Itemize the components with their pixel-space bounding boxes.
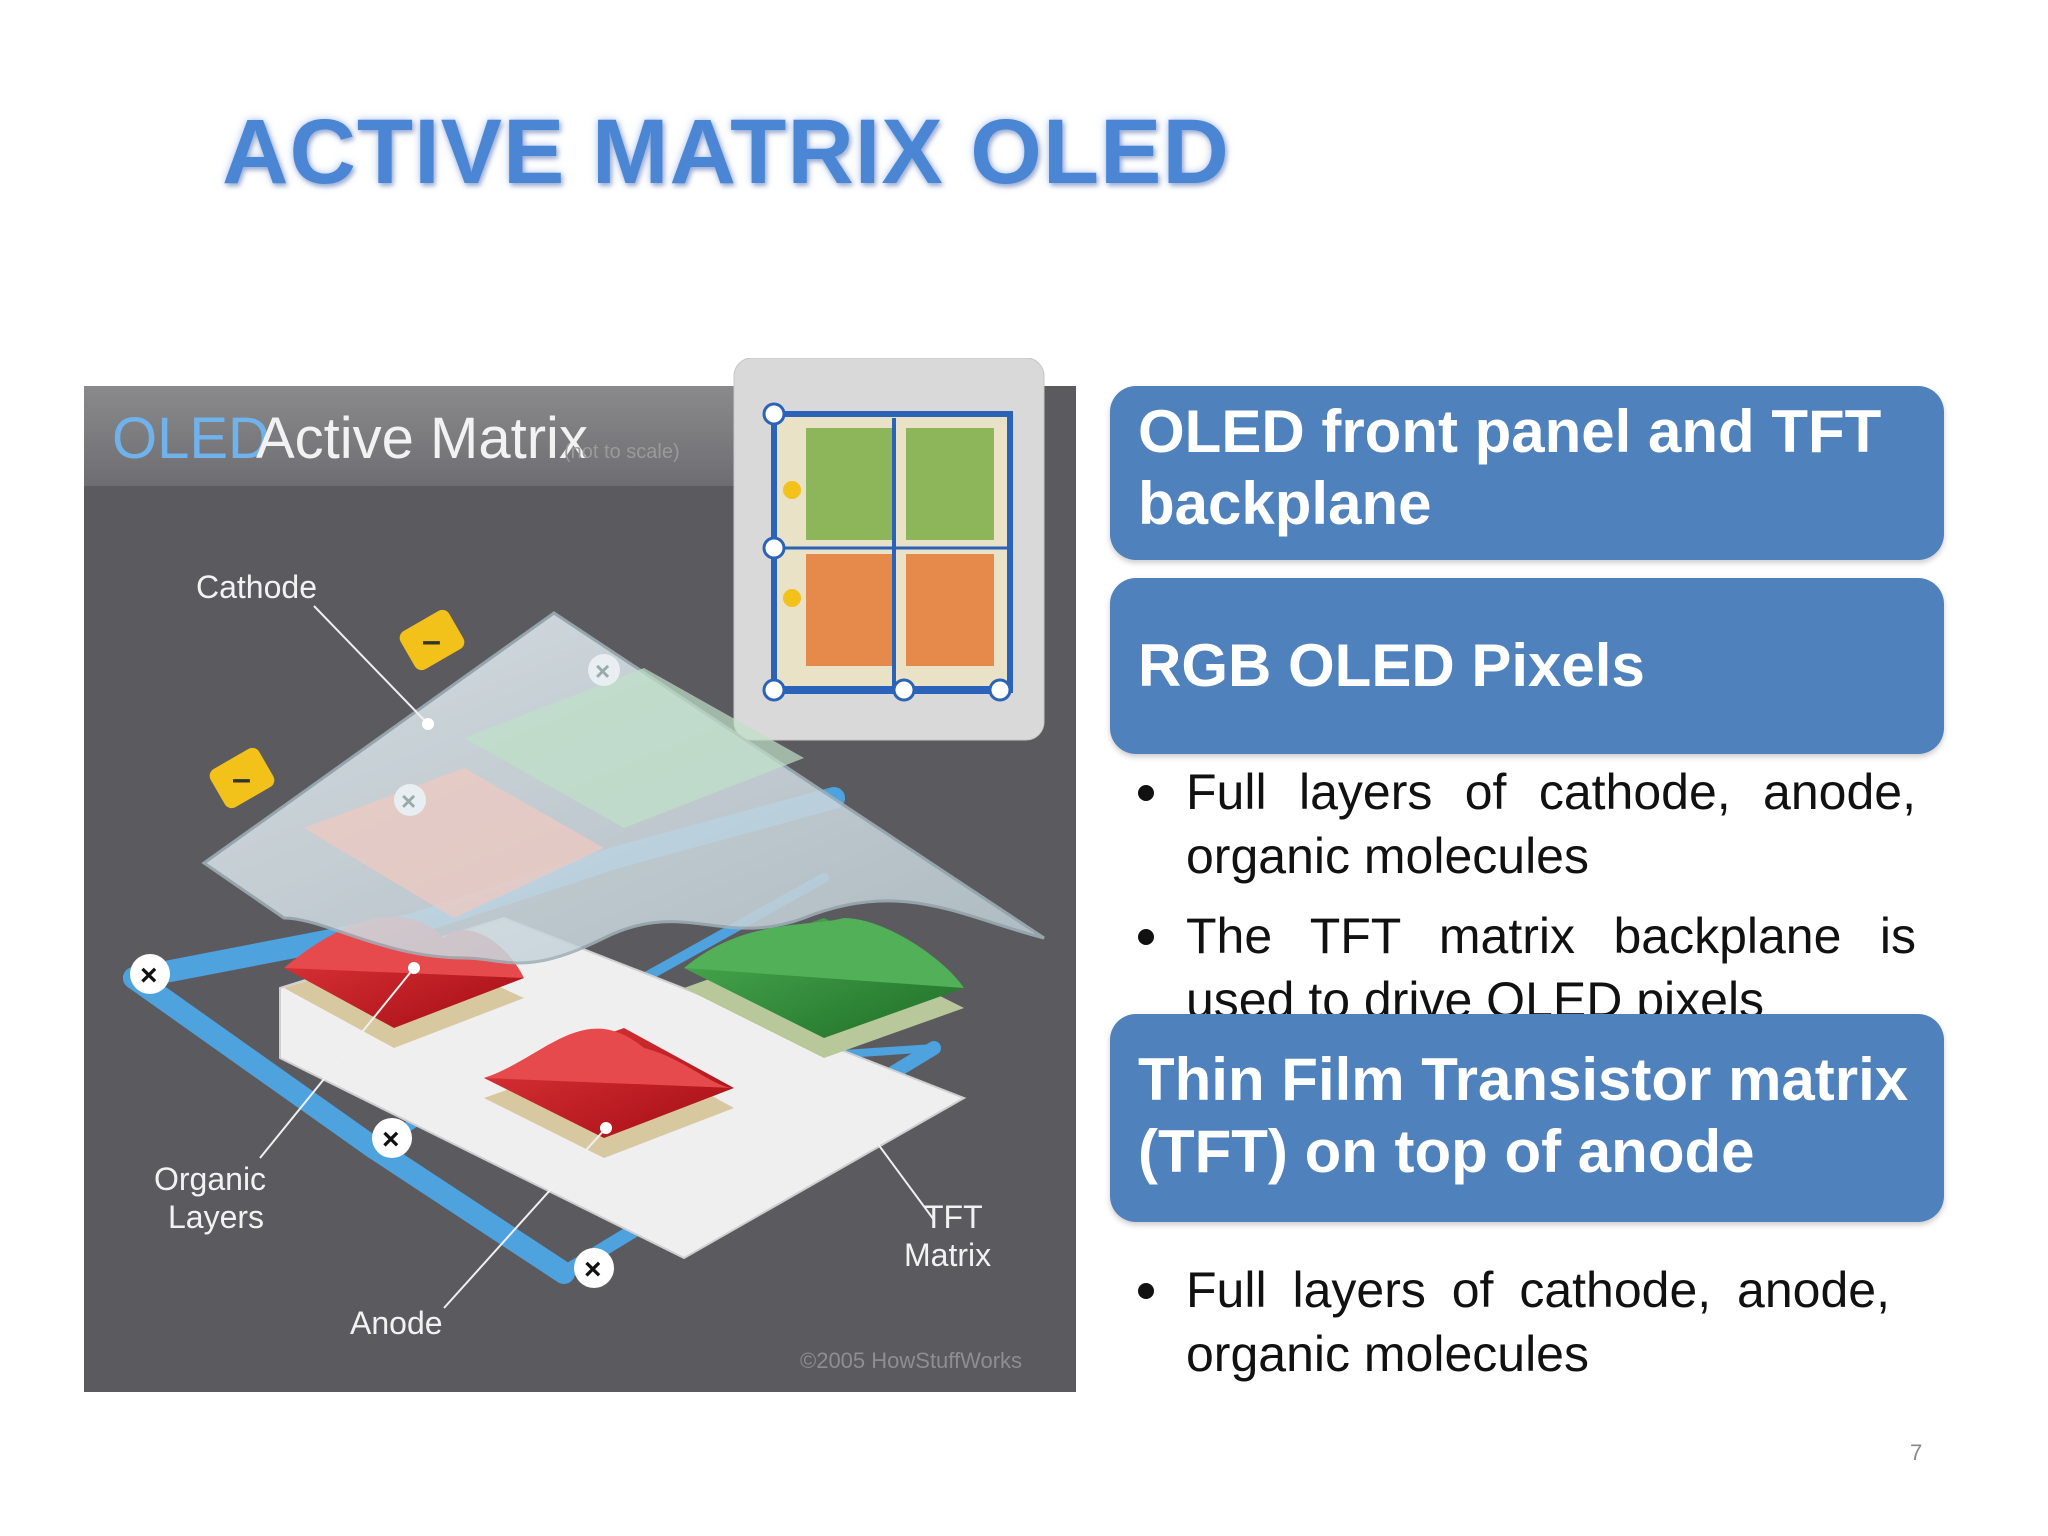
callout-front-panel-line-1: OLED front panel and TFT (1138, 398, 1882, 465)
svg-text:–: – (422, 622, 441, 660)
callout-tft-matrix-line-2: (TFT) on top of anode (1138, 1118, 1755, 1185)
page-number: 7 (1910, 1440, 1923, 1465)
label-tft-1: TFT (924, 1199, 983, 1235)
svg-text:–: – (232, 760, 251, 798)
bullet-item: Full layers of cathode, anode, organic m… (1130, 760, 1916, 888)
callout-front-panel-line-2: backplane (1138, 470, 1432, 537)
callout-rgb-pixels: RGB OLED Pixels (1110, 578, 1944, 754)
svg-text:×: × (595, 656, 610, 686)
label-cathode: Cathode (196, 569, 317, 605)
bullet-list-1: Full layers of cathode, anode, organic m… (1130, 760, 1916, 1048)
figure-header-text: Active Matrix (256, 406, 588, 471)
leader-lines (259, 605, 935, 1309)
bullet-list-2: Full layers of cathode, anode, organic m… (1130, 1258, 1890, 1402)
bullet-item: The TFT matrix backplane is used to driv… (1130, 904, 1916, 1032)
figure-header-bar (84, 386, 734, 486)
figure-header-note: (not to scale) (564, 441, 680, 463)
tft-connectors: × × × × × (130, 654, 620, 1288)
cathode-terminals: – – (209, 609, 465, 809)
figure-header-oled: OLED (112, 406, 270, 471)
label-organic-1: Organic (154, 1161, 266, 1197)
label-tft-2: Matrix (904, 1237, 991, 1273)
green-pixel-stack (684, 918, 964, 1058)
label-anode: Anode (350, 1305, 443, 1341)
figure-copyright: ©2005 HowStuffWorks (800, 1348, 1022, 1373)
svg-text:×: × (140, 959, 158, 992)
svg-text:×: × (382, 1123, 400, 1156)
callout-tft-matrix-line-1: Thin Film Transistor matrix (1138, 1046, 1909, 1113)
oled-active-matrix-figure: OLED Active Matrix (not to scale) (84, 358, 1076, 1392)
label-organic-2: Layers (168, 1199, 264, 1235)
oled-diagram-svg: OLED Active Matrix (not to scale) (84, 358, 1076, 1392)
slide-title: ACTIVE MATRIX OLED (222, 101, 1230, 203)
callout-rgb-pixels-line-1: RGB OLED Pixels (1138, 632, 1645, 699)
svg-text:×: × (401, 786, 416, 816)
bullet-item: Full layers of cathode, anode, organic m… (1130, 1258, 1890, 1386)
red-pixel-stack-2 (484, 1028, 734, 1158)
svg-text:×: × (584, 1253, 602, 1286)
inset-schematic (733, 358, 1045, 741)
callout-front-panel: OLED front panel and TFT backplane (1110, 386, 1944, 560)
callout-tft-matrix: Thin Film Transistor matrix (TFT) on top… (1110, 1014, 1944, 1222)
